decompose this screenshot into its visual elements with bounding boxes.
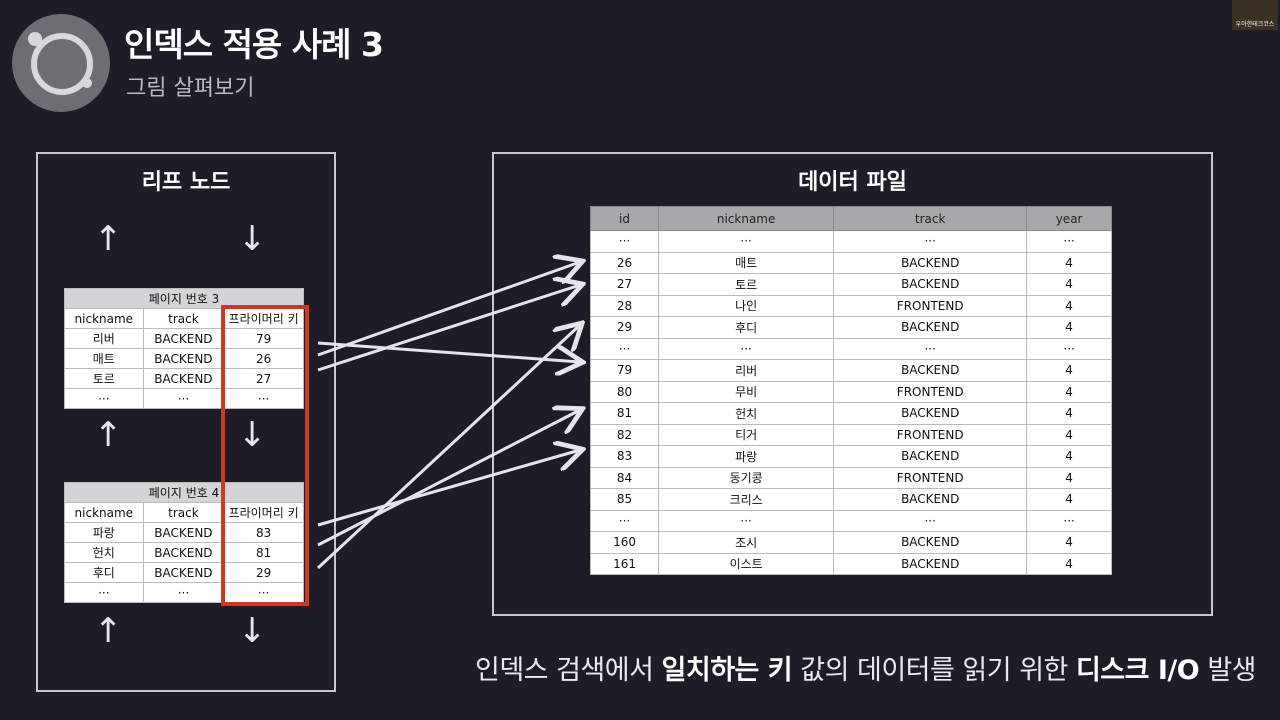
pointer-line-83 [317, 450, 580, 527]
cell: BACKEND [833, 552, 1028, 575]
cell: 조시 [658, 531, 835, 554]
leaf-node-panel: 리프 노드 [36, 152, 336, 692]
table-row: 후디 BACKEND 29 [64, 562, 304, 583]
pointer-line-27 [317, 285, 580, 372]
data-file-title: 데이터 파일 [798, 170, 907, 195]
footer-text: 값의 데이터를 읽기 위한 [792, 655, 1076, 686]
cell: ··· [64, 388, 144, 409]
cell: 나인 [658, 294, 835, 317]
arrow-up-icon: ↑ [94, 219, 123, 259]
page-caption: 페이지 번호 3 [64, 288, 304, 309]
footer-text: 인덱스 검색에서 [474, 655, 662, 686]
footer-text: 발생 [1199, 655, 1256, 686]
table-row: ············ [589, 509, 1112, 532]
pointer-line-26 [317, 262, 580, 357]
slide-subtitle: 그림 살펴보기 [126, 76, 255, 101]
column-header: 프라이머리 키 [223, 308, 304, 329]
cell: 후디 [658, 316, 835, 339]
column-header: track [833, 206, 1028, 231]
cell: FRONTEND [833, 466, 1028, 489]
arrow-up-icon: ↑ [94, 611, 123, 651]
cell: 27 [589, 273, 660, 296]
cell: FRONTEND [833, 423, 1028, 446]
camera-label: 우아한테크코스 [1235, 21, 1275, 28]
pointer-line-29 [316, 325, 580, 570]
cell: 26 [223, 348, 304, 369]
cell: 4 [1026, 380, 1112, 403]
camera-thumbnail: 우아한테크코스 [1232, 0, 1278, 30]
table-row: 매트 BACKEND 26 [64, 348, 304, 369]
cell: BACKEND [142, 328, 225, 349]
arrow-up-icon: ↑ [94, 415, 123, 455]
column-header: nickname [658, 206, 835, 231]
cell: BACKEND [142, 348, 225, 369]
pointer-line-79 [317, 341, 580, 362]
table-row: ············ [589, 230, 1112, 253]
cell: BACKEND [142, 542, 225, 563]
cell: BACKEND [833, 402, 1028, 425]
table-row: ··· ··· ··· [64, 582, 304, 603]
cell: 리버 [64, 328, 144, 349]
cell: ··· [223, 388, 304, 409]
column-header: year [1026, 206, 1112, 231]
table-row: 헌치 BACKEND 81 [64, 542, 304, 563]
arrow-down-icon: ↓ [238, 611, 267, 651]
cell: BACKEND [833, 531, 1028, 554]
slide-title: 인덱스 적용 사례 3 [124, 25, 384, 64]
leaf-page-4-table: 페이지 번호 4 nickname track 프라이머리 키 파랑 BACKE… [64, 482, 304, 603]
logo-icon [12, 14, 110, 112]
cell: 4 [1026, 552, 1112, 575]
cell: 이스트 [658, 552, 835, 575]
cell: 무비 [658, 380, 835, 403]
primary-key-highlight [221, 305, 309, 606]
page-caption: 페이지 번호 4 [64, 482, 304, 503]
footer-bold-text: 일치하는 키 [661, 655, 793, 686]
cell: 27 [223, 368, 304, 389]
column-header: track [142, 502, 225, 523]
column-header: track [142, 308, 225, 329]
arrow-down-icon: ↓ [238, 415, 267, 455]
leaf-node-title: 리프 노드 [141, 170, 231, 195]
pointer-line-81 [317, 410, 580, 547]
arrow-down-icon: ↓ [238, 219, 267, 259]
data-file-panel: 데이터 파일 [492, 152, 1213, 616]
cell: 79 [589, 359, 660, 382]
cell: 83 [589, 445, 660, 468]
footer-caption: 인덱스 검색에서 일치하는 키 값의 데이터를 읽기 위한 디스크 I/O 발생 [474, 648, 1257, 687]
table-row: ··· ··· ··· [64, 388, 304, 409]
table-row: 리버 BACKEND 79 [64, 328, 304, 349]
cell: ··· [64, 582, 144, 603]
footer-bold-text: 디스크 I/O [1075, 655, 1200, 686]
column-header: id [589, 206, 660, 231]
cell: 매트 [64, 348, 144, 369]
